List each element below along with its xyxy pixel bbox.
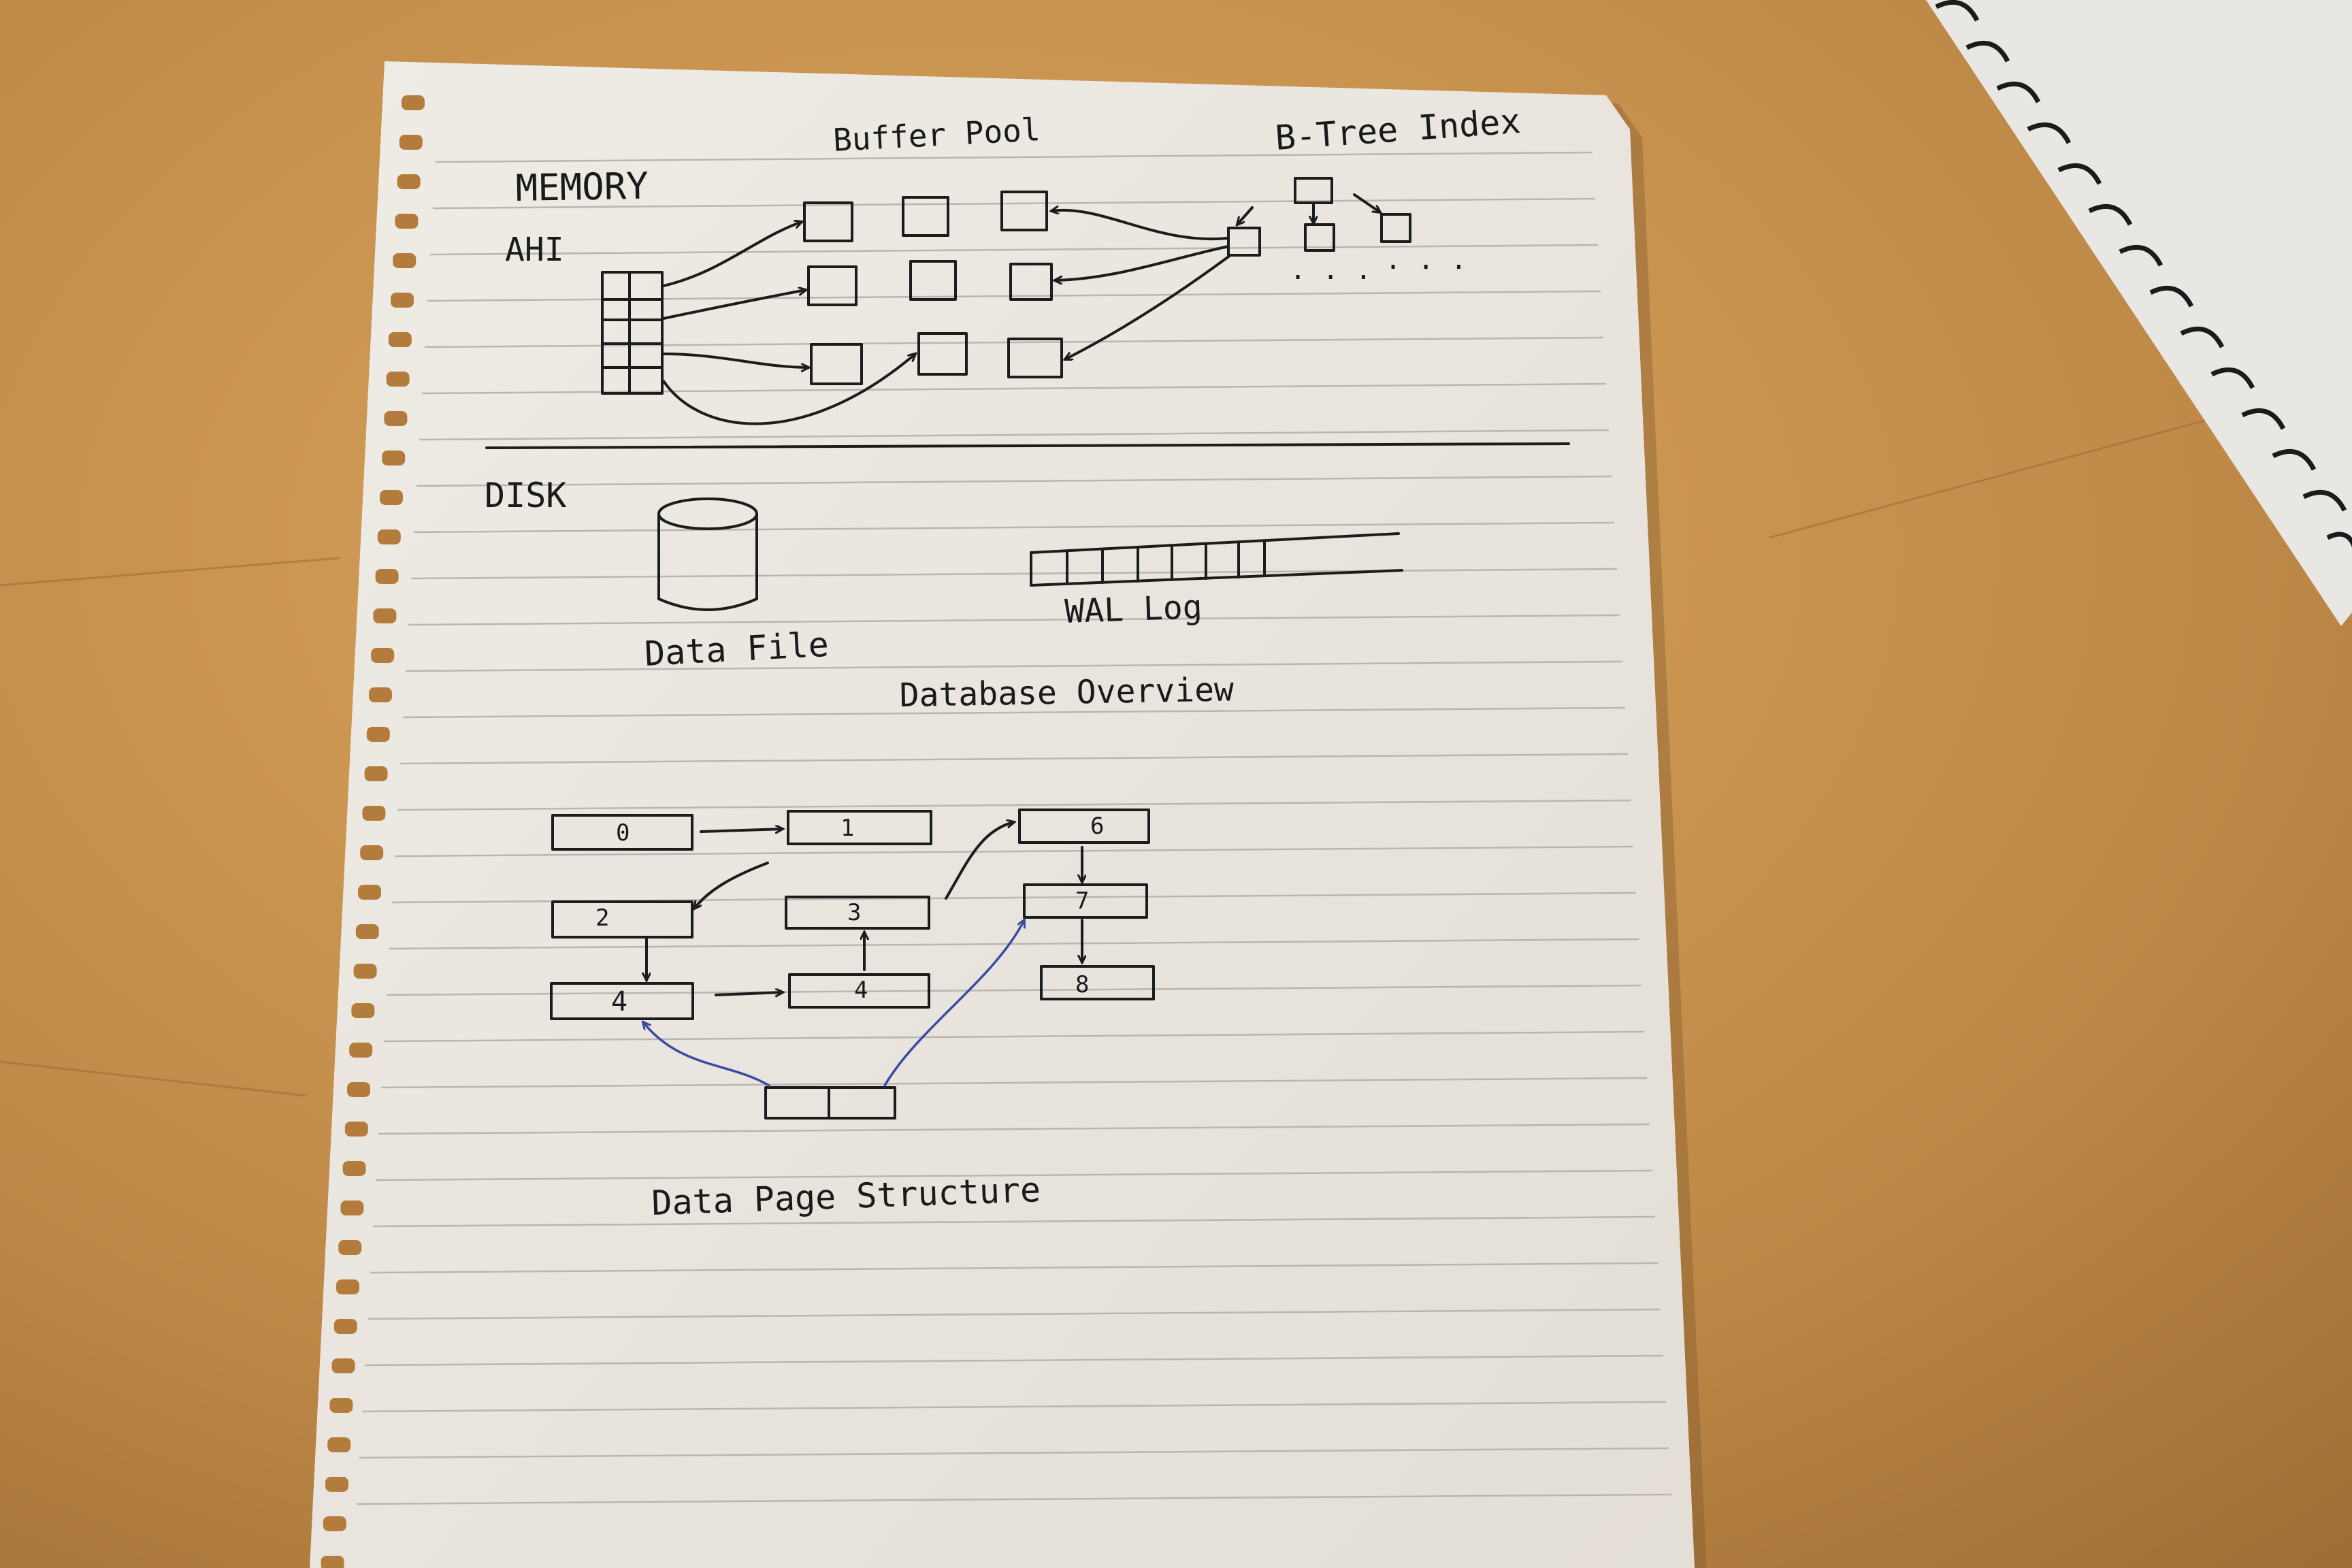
binder-hole [384,411,408,426]
binder-hole [349,1043,373,1058]
ruled-line [408,614,1620,626]
ruled-line [424,336,1604,348]
spiral-notebook [1926,0,2352,626]
ruled-lines [356,151,1672,1505]
binder-hole [362,806,386,821]
ruled-line [435,151,1593,163]
database-overview-diagram: Buffer Pool B-Tree Index MEMORY AHI [485,101,1570,715]
ruled-line [372,1215,1656,1228]
page-label-0: 0 [616,819,630,847]
binder-hole [377,529,401,544]
ruled-line [378,1123,1650,1135]
binder-hole [395,214,419,229]
ruled-line [394,845,1634,858]
page-label-6: 6 [1090,813,1104,840]
binder-hole [351,1003,375,1018]
binder-hole [360,845,384,860]
ruled-line [359,1447,1669,1459]
binder-hole [340,1200,364,1215]
paper-sheet [310,61,1707,1568]
ruled-line [413,521,1615,534]
data-file-cylinder-icon [657,497,758,611]
ruled-line [386,984,1642,996]
ruled-line [405,660,1623,672]
ruled-line [429,244,1599,256]
binder-hole [321,1556,344,1568]
binder-hole [353,964,377,979]
page-label-2: 2 [595,904,609,932]
binder-hole [355,924,379,939]
ruled-line [361,1401,1667,1413]
ruled-line [432,197,1596,210]
ruled-line [375,1169,1653,1181]
ruled-line [410,568,1618,580]
memory-label: MEMORY [515,165,649,210]
binder-holes [321,95,425,1568]
database-overview-caption: Database Overview [899,670,1234,715]
ruled-line [402,706,1626,719]
page-boxes [550,808,1155,1120]
wal-log-label: WAL Log [1064,588,1203,631]
ruled-line [389,938,1639,950]
memory-disk-divider [485,442,1570,449]
binder-hole [371,648,395,663]
binder-hole [391,293,414,308]
disk-label: DISK [485,476,566,515]
binder-hole [333,1319,357,1334]
page-label-7: 7 [1075,887,1089,915]
ruled-line [367,1308,1661,1320]
binder-hole [399,135,423,150]
ruled-line [421,382,1607,395]
binder-hole [325,1477,348,1492]
ruled-line [383,1030,1645,1043]
binder-hole [364,766,388,781]
binder-hole [386,372,410,387]
binder-hole [388,332,412,347]
btree-nodes [1227,177,1411,257]
ruled-line [364,1354,1664,1367]
binder-hole [380,490,403,505]
binder-hole [338,1240,362,1255]
binder-hole [344,1122,368,1137]
page-label-3: 3 [847,899,861,926]
ruled-line [416,475,1612,487]
binder-hole [373,608,397,623]
binder-hole [393,253,416,268]
data-file-label: Data File [644,625,830,674]
page-label-4: 4 [854,977,868,1004]
page-label-1: 1 [840,815,854,842]
binder-hole [347,1082,370,1097]
binder-hole [331,1358,355,1373]
binder-hole [397,174,421,189]
binder-hole [358,885,381,900]
binder-hole [342,1161,366,1176]
binder-hole [375,569,399,584]
ruled-line [419,429,1610,441]
btree-dots-right: . . . [1385,244,1467,276]
ruled-line [370,1262,1659,1274]
binder-hole [329,1398,353,1413]
ahi-hash-table [601,271,664,395]
ruled-line [397,799,1631,811]
binder-hole [336,1279,359,1294]
ruled-line [399,753,1629,765]
binder-hole [366,727,390,742]
page-label-8: 8 [1075,971,1089,998]
ruled-line [356,1493,1672,1505]
binder-hole [327,1437,351,1452]
binder-hole [369,687,392,702]
binder-hole [382,451,406,466]
page-label-4-left: 4 [611,986,627,1017]
ruled-line [380,1077,1648,1089]
ahi-label: AHI [505,231,564,269]
wal-log-strip [1030,532,1403,587]
binder-hole [402,95,425,110]
btree-dots-left: . . . [1290,255,1371,286]
binder-hole [323,1516,346,1531]
